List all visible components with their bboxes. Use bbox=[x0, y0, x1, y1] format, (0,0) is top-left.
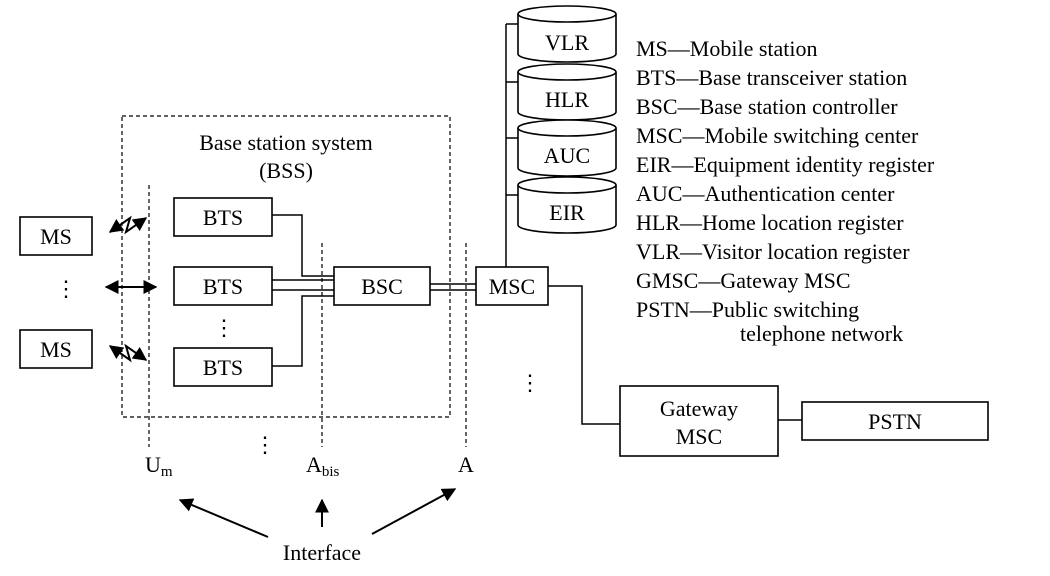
arrow-to-um bbox=[178, 498, 269, 538]
vlr-database: VLR bbox=[517, 5, 617, 63]
um-label: Um bbox=[145, 452, 173, 480]
gateway-msc-label-1: Gateway bbox=[660, 396, 738, 421]
auc-label: AUC bbox=[544, 143, 590, 168]
hlr-label: HLR bbox=[545, 87, 589, 112]
ms-bottom-label: MS bbox=[40, 337, 72, 362]
ms-top-box bbox=[19, 216, 93, 256]
legend-item-vlr: VLR—Visitor location register bbox=[636, 239, 910, 264]
link-msc-gateway bbox=[548, 285, 620, 425]
msc-ellipsis: ⋮ bbox=[519, 370, 541, 395]
interface-ellipsis: ⋮ bbox=[254, 432, 276, 457]
arrow-to-a bbox=[371, 488, 457, 535]
ms-bottom-box bbox=[19, 329, 93, 369]
bsc-box bbox=[333, 266, 431, 306]
eir-label: EIR bbox=[549, 200, 585, 225]
bts-top-label: BTS bbox=[203, 205, 243, 230]
legend-item-bsc: BSC—Base station controller bbox=[636, 94, 898, 119]
ms-top-label: MS bbox=[40, 224, 72, 249]
legend-item-pstn-cont: telephone network bbox=[740, 321, 903, 346]
bss-boundary bbox=[121, 115, 451, 418]
bts-middle-box bbox=[173, 266, 273, 306]
legend-item-auc: AUC—Authentication center bbox=[636, 181, 895, 206]
legend-item-ms: MS—Mobile station bbox=[636, 36, 818, 61]
legend-item-msc: MSC—Mobile switching center bbox=[636, 123, 919, 148]
msc-label: MSC bbox=[489, 274, 535, 299]
vlr-label: VLR bbox=[545, 30, 589, 55]
pstn-box bbox=[801, 401, 989, 441]
legend: MS—Mobile station BTS—Base transceiver s… bbox=[636, 36, 935, 346]
legend-item-pstn: PSTN—Public switching bbox=[636, 297, 859, 322]
legend-item-hlr: HLR—Home location register bbox=[636, 210, 904, 235]
link-bts-top-bsc bbox=[272, 214, 334, 277]
interface-caption: Interface bbox=[283, 540, 361, 565]
abis-label: Abis bbox=[306, 452, 340, 480]
ms-ellipsis: ⋮ bbox=[55, 276, 77, 301]
bts-bottom-box bbox=[173, 347, 273, 387]
bss-title: Base station system bbox=[199, 130, 373, 155]
gateway-msc-box bbox=[619, 385, 779, 457]
bss-subtitle: (BSS) bbox=[259, 158, 313, 183]
legend-item-bts: BTS—Base transceiver station bbox=[636, 65, 907, 90]
radio-link-top bbox=[108, 215, 148, 235]
bts-ellipsis: ⋮ bbox=[213, 315, 235, 340]
radio-link-bottom bbox=[108, 343, 148, 363]
gateway-msc-label-2: MSC bbox=[676, 424, 722, 449]
hlr-database: HLR bbox=[517, 63, 617, 121]
pstn-label: PSTN bbox=[868, 409, 922, 434]
bts-middle-label: BTS bbox=[203, 274, 243, 299]
legend-item-eir: EIR—Equipment identity register bbox=[636, 152, 935, 177]
legend-item-gmsc: GMSC—Gateway MSC bbox=[636, 268, 851, 293]
bts-top-box bbox=[173, 197, 273, 237]
bts-bottom-label: BTS bbox=[203, 355, 243, 380]
link-bts-bottom-bsc bbox=[272, 295, 334, 367]
auc-database: AUC bbox=[517, 119, 617, 177]
a-label: A bbox=[458, 452, 474, 477]
eir-database: EIR bbox=[517, 176, 617, 234]
bsc-label: BSC bbox=[361, 274, 403, 299]
